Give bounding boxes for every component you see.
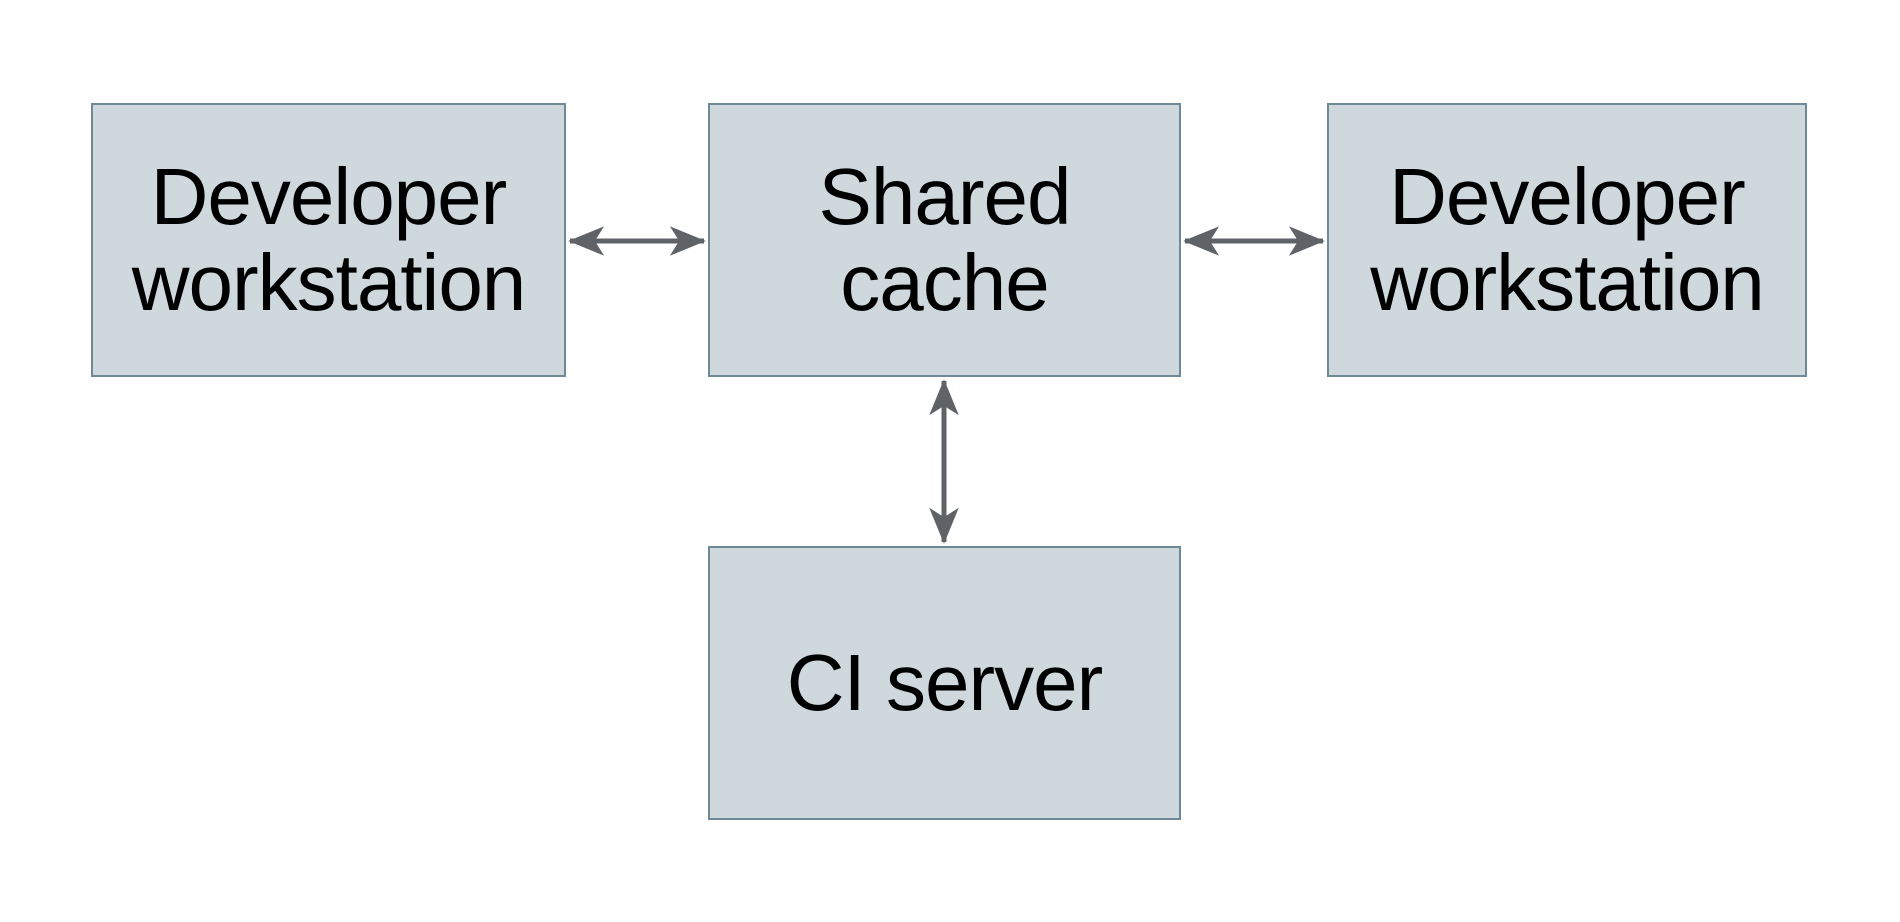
- node-shared-cache: Shared cache: [708, 103, 1181, 377]
- node-ci-server: CI server: [708, 546, 1181, 820]
- node-label-shared-cache: Shared cache: [818, 151, 1072, 327]
- bidirectional-arrow-dev-left-shared-cache: [568, 226, 706, 256]
- node-label-developer-workstation-left: Developer workstation: [131, 151, 527, 327]
- bidirectional-arrow-shared-cache-dev-right: [1183, 226, 1325, 256]
- node-label-ci-server: CI server: [786, 637, 1103, 727]
- node-label-developer-workstation-right: Developer workstation: [1370, 151, 1765, 327]
- node-developer-workstation-left: Developer workstation: [91, 103, 566, 377]
- node-developer-workstation-right: Developer workstation: [1327, 103, 1807, 377]
- bidirectional-arrow-shared-cache-ci-server: [929, 379, 959, 544]
